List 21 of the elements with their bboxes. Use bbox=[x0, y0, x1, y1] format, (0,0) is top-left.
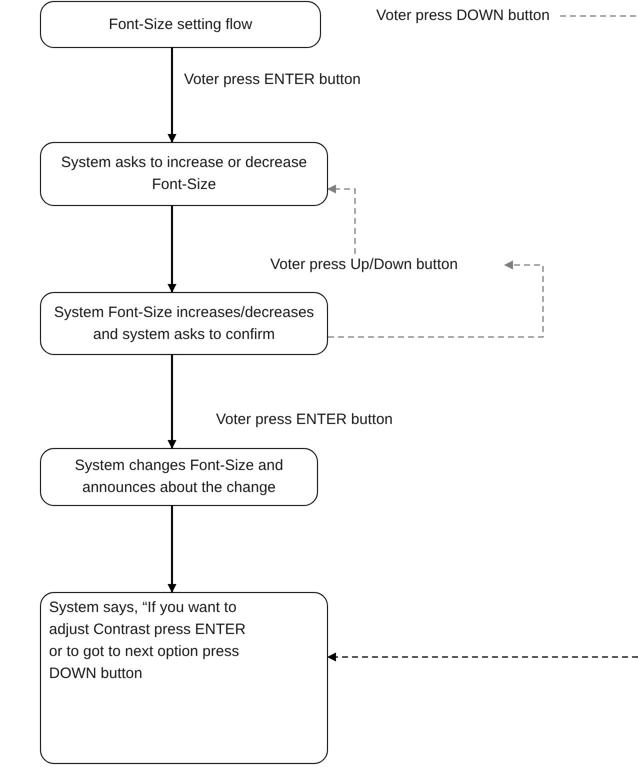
node-text: Voter press Up/Down button bbox=[270, 255, 458, 275]
process-box bbox=[40, 448, 318, 506]
node-text: Font-Size setting flow bbox=[108, 14, 252, 34]
arrow bbox=[168, 48, 176, 143]
process-box bbox=[40, 592, 328, 764]
arrow bbox=[327, 184, 356, 254]
node-text: System asks to increase or decrease Font-Size bbox=[60, 153, 308, 195]
edge-label: Voter press ENTER button bbox=[216, 410, 393, 430]
node-text: System changes Font-Size and announces about the change bbox=[74, 456, 284, 498]
process-box bbox=[40, 292, 328, 355]
node-text: Voter press DOWN button bbox=[376, 6, 550, 26]
node-text: System says, “If you want to adjust Contrast press ENTER or to got to next option press DOWN button bbox=[49, 598, 247, 684]
arrow bbox=[168, 506, 176, 593]
arrow bbox=[328, 260, 544, 338]
node-text: System Font-Size increases/decreases and system asks to confirm bbox=[52, 302, 316, 344]
process-box bbox=[40, 1, 321, 48]
edge-label: Voter press ENTER button bbox=[184, 70, 361, 90]
arrow bbox=[168, 206, 176, 293]
process-box bbox=[40, 142, 328, 206]
arrow bbox=[327, 652, 638, 662]
arrow bbox=[168, 355, 176, 449]
